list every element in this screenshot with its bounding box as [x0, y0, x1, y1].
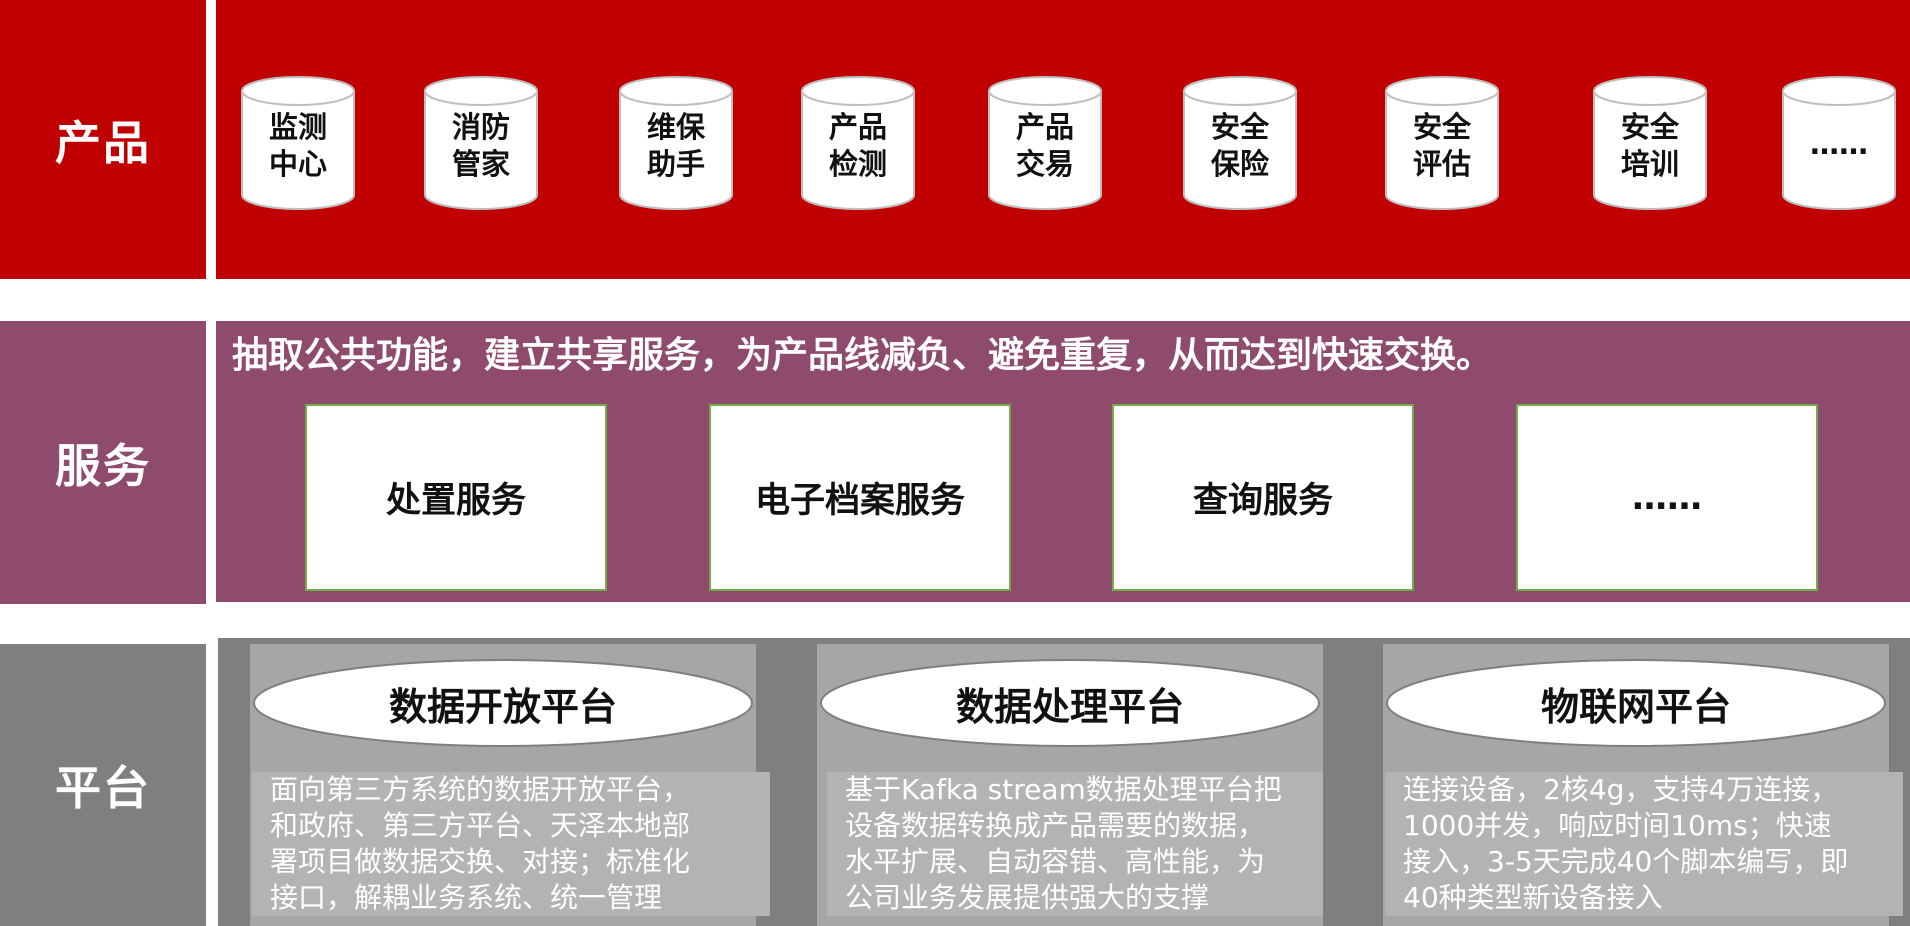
platform-description: 面向第三方系统的数据开放平台， 和政府、第三方平台、天泽本地部 署项目做数据交换…: [252, 772, 770, 916]
platform-title-ellipse: 物联网平台: [1385, 658, 1887, 748]
service-box-label: ……: [1632, 477, 1702, 518]
platform-title: 数据开放平台: [388, 684, 617, 729]
platform-title-ellipse: 数据处理平台: [819, 658, 1321, 748]
service-headline: 抽取公共功能，建立共享服务，为产品线减负、避免重复，从而达到快速交换。: [232, 335, 1493, 376]
platform-column-data-open: 数据开放平台 面向第三方系统的数据开放平台， 和政府、第三方平台、天泽本地部 署…: [250, 644, 770, 926]
product-cylinder-fire-manager: 消防管家: [424, 76, 538, 210]
platform-description: 基于Kafka stream数据处理平台把 设备数据转换成产品需要的数据， 水平…: [827, 772, 1323, 916]
service-box-label: 处置服务: [385, 481, 526, 521]
platform-column-iot: 物联网平台 连接设备，2核4g，支持4万连接， 1000并发，响应时间10ms；…: [1383, 644, 1903, 926]
product-cylinder-more: ……: [1782, 76, 1896, 210]
product-cylinder-label: 安全保险: [1210, 110, 1269, 181]
product-row-label: 产品: [0, 0, 206, 279]
service-row-label: 服务: [0, 321, 206, 604]
product-cylinder-label: 产品检测: [828, 110, 887, 181]
product-cylinder-maintenance-assistant: 维保助手: [619, 76, 733, 210]
product-cylinder-label: 消防管家: [451, 110, 510, 181]
service-box-disposal: 处置服务: [305, 404, 607, 591]
product-cylinder-product-testing: 产品检测: [801, 76, 915, 210]
product-cylinder-safety-training: 安全培训: [1593, 76, 1707, 210]
product-cylinder-label: 监测中心: [268, 110, 327, 181]
product-row-panel: 监测中心 消防管家 维保助手 产品检测 产品交易 安全保险 安全评估 安全培训 …: [216, 0, 1910, 279]
platform-row-label: 平台: [0, 644, 206, 926]
product-cylinder-label: 安全评估: [1412, 110, 1471, 181]
service-box-query: 查询服务: [1112, 404, 1414, 591]
service-box-label: 电子档案服务: [754, 481, 965, 521]
product-cylinder-monitoring-center: 监测中心: [241, 76, 355, 210]
platform-title: 数据处理平台: [955, 684, 1184, 729]
product-cylinder-label: ……: [1810, 127, 1868, 161]
product-cylinder-label: 产品交易: [1015, 110, 1074, 181]
product-cylinder-label: 安全培训: [1620, 110, 1679, 181]
product-cylinder-safety-insurance: 安全保险: [1183, 76, 1297, 210]
product-cylinder-label: 维保助手: [646, 110, 705, 181]
service-box-e-archive: 电子档案服务: [709, 404, 1011, 591]
product-cylinder-product-trading: 产品交易: [988, 76, 1102, 210]
platform-column-data-processing: 数据处理平台 基于Kafka stream数据处理平台把 设备数据转换成产品需要…: [817, 644, 1323, 926]
platform-label-text: 平台: [55, 761, 151, 815]
product-cylinder-safety-assessment: 安全评估: [1385, 76, 1499, 210]
service-box-label: 查询服务: [1192, 481, 1333, 521]
service-box-more: ……: [1516, 404, 1818, 591]
platform-description: 连接设备，2核4g，支持4万连接， 1000并发，响应时间10ms；快速 接入，…: [1385, 772, 1903, 916]
platform-title: 物联网平台: [1540, 684, 1731, 729]
product-label-text: 产品: [55, 115, 151, 170]
platform-title-ellipse: 数据开放平台: [252, 658, 754, 748]
service-label-text: 服务: [55, 438, 151, 493]
